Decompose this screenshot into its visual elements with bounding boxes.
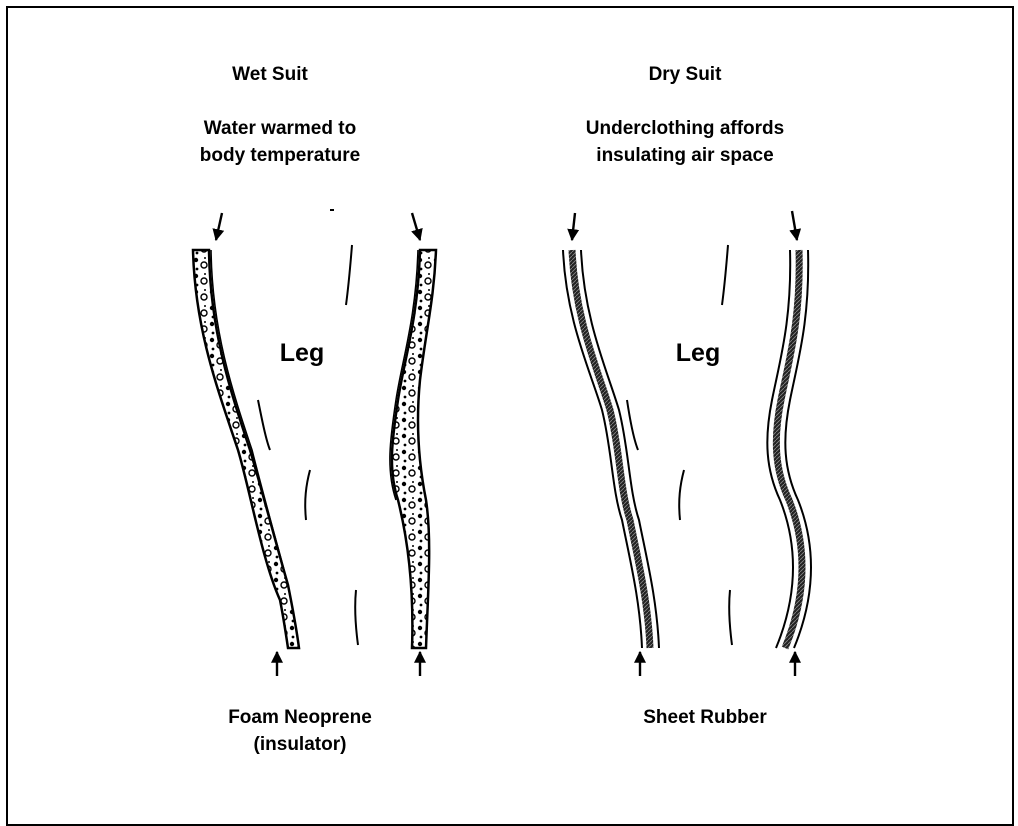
suit-cross-section-illustration — [0, 0, 1018, 805]
wet-suit-left-wall — [193, 250, 299, 648]
dry-suit-right-top-arrow — [792, 211, 797, 240]
dry-suit-left-top-arrow — [572, 213, 575, 240]
dry-suit-left-wall — [563, 250, 659, 648]
leg-sketch-lines — [258, 210, 732, 645]
dry-suit-right-wall — [767, 250, 811, 648]
wet-suit-left-top-arrow — [216, 213, 222, 240]
wet-suit-right-top-arrow — [412, 213, 420, 240]
indicator-arrows — [216, 211, 797, 676]
wet-suit-right-wall — [390, 250, 436, 648]
